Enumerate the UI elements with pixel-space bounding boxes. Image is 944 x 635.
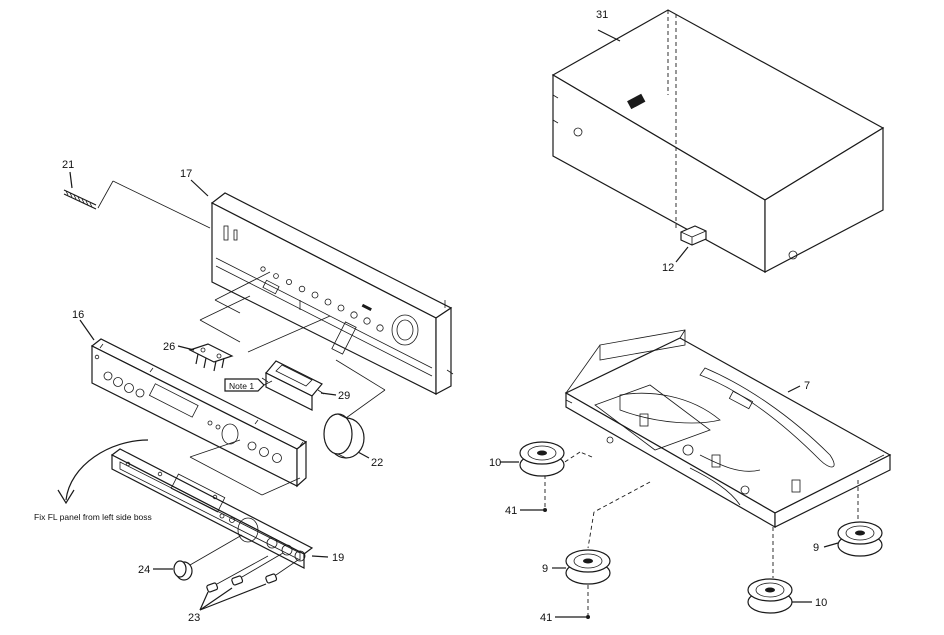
label-24: 24 — [138, 564, 150, 576]
assembly-guide-lines — [189, 271, 386, 496]
small-knob — [173, 560, 193, 581]
large-knob — [323, 413, 365, 459]
label-23: 23 — [188, 612, 200, 624]
foot-left-rear — [565, 549, 611, 585]
label-9-right: 9 — [813, 542, 819, 554]
cover-clip — [680, 225, 707, 246]
label-26: 26 — [163, 341, 175, 353]
foot-right-front — [837, 521, 883, 557]
small-buttons — [206, 552, 299, 593]
leader-23 — [199, 583, 267, 611]
inner-plate — [90, 338, 308, 488]
label-29: 29 — [338, 390, 350, 402]
label-21: 21 — [62, 159, 74, 171]
bracket — [188, 343, 234, 372]
note-1-label: Note 1 — [229, 381, 254, 391]
screw-upper — [520, 508, 547, 512]
label-10-bottom: 10 — [815, 597, 827, 609]
label-12: 12 — [662, 262, 674, 274]
top-cover — [551, 9, 885, 274]
label-31: 31 — [596, 9, 608, 21]
foot-guide-lines — [544, 451, 859, 615]
label-16: 16 — [72, 309, 84, 321]
foot-right-rear — [747, 578, 793, 614]
foot-left-front — [519, 441, 565, 477]
label-19: 19 — [332, 552, 344, 564]
label-41-lower: 41 — [540, 612, 552, 624]
fl-panel-note: Fix FL panel from left side boss — [34, 512, 152, 522]
label-22: 22 — [371, 457, 383, 469]
label-17: 17 — [180, 168, 192, 180]
display-holder — [261, 360, 325, 411]
chassis — [564, 329, 892, 529]
label-10-top: 10 — [489, 457, 501, 469]
label-7: 7 — [804, 380, 810, 392]
label-9-left: 9 — [542, 563, 548, 575]
fl-panel-arrow — [57, 439, 149, 505]
note-1-tag — [224, 378, 273, 392]
label-41-upper: 41 — [505, 505, 517, 517]
screw-lower — [555, 615, 590, 619]
front-panel — [210, 192, 454, 395]
fl-display-panel — [110, 448, 314, 569]
spring — [63, 189, 97, 210]
